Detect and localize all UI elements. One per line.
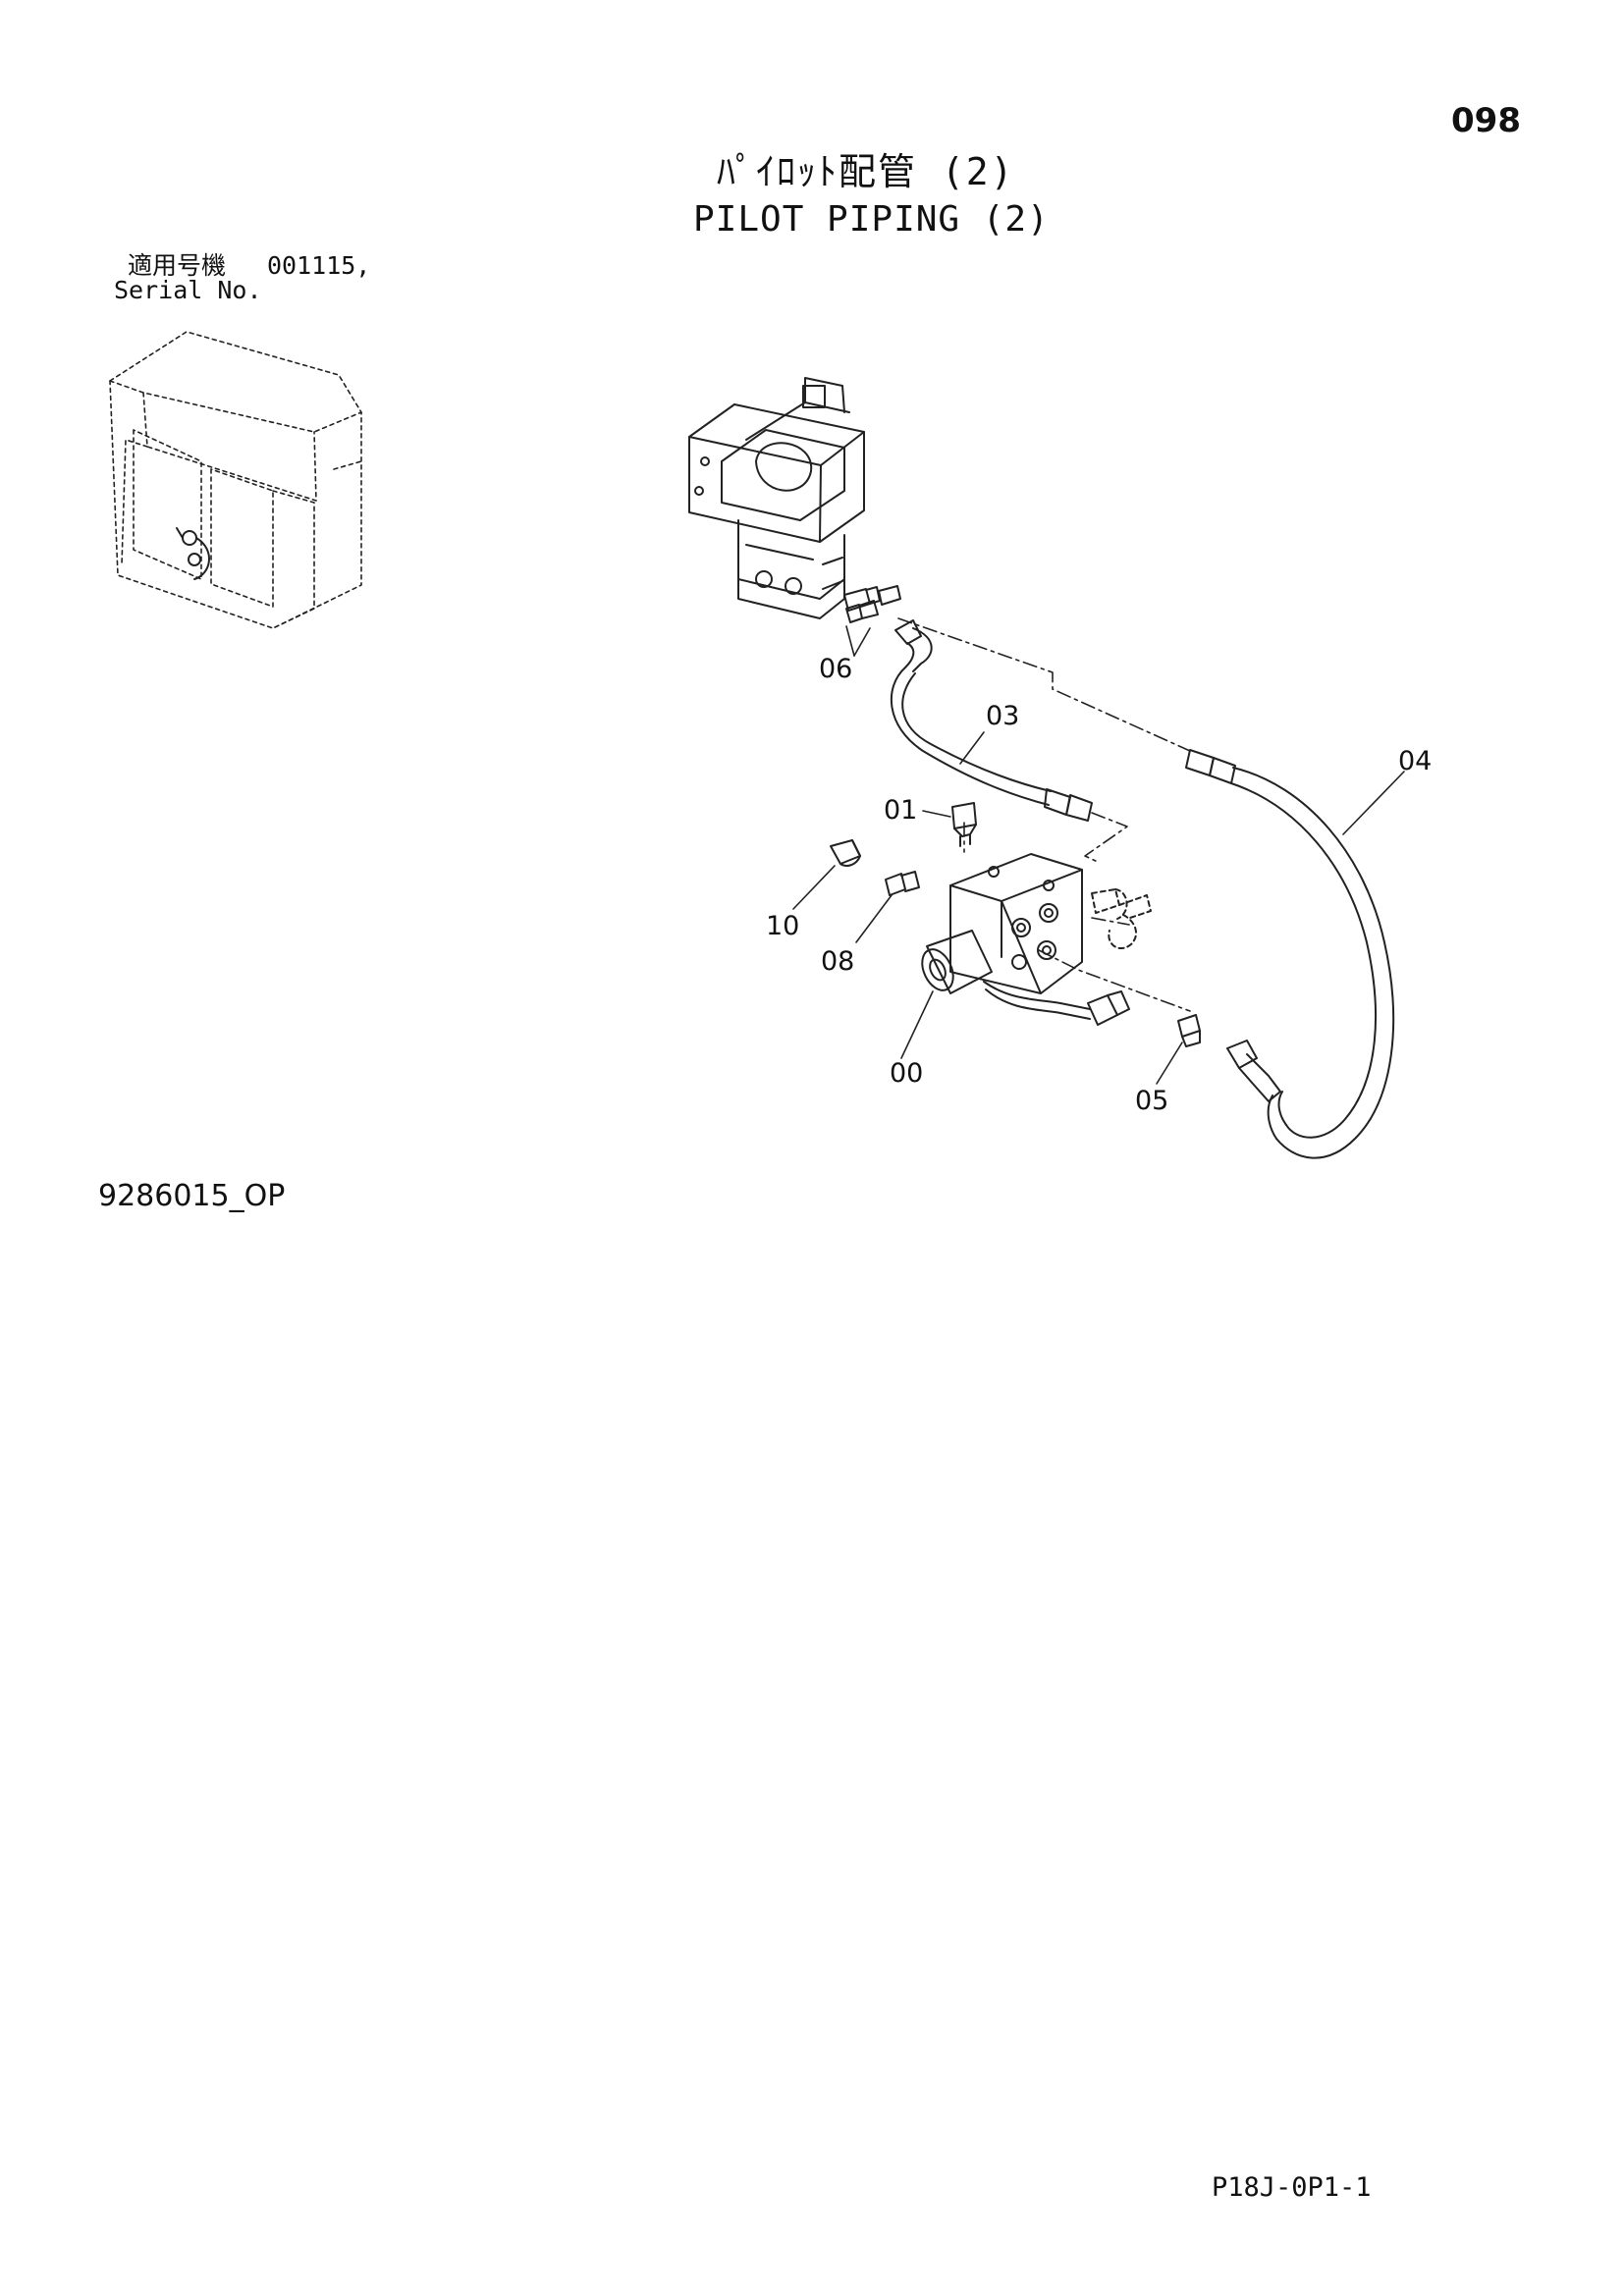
callout-01: 01 [884,795,917,826]
callout-05: 05 [1135,1086,1168,1116]
serial-number: 001115, [267,251,371,280]
page-title-english: PILOT PIPING (2) [693,199,1050,240]
callout-00: 00 [890,1058,923,1089]
hose-04 [1185,749,1395,1159]
bolt-01 [951,802,977,847]
adapter-08 [885,871,920,896]
cab-locator-sketch [109,331,362,629]
callout-10: 10 [766,911,799,941]
fitting-06-pair [843,585,901,623]
callout-04: 04 [1398,746,1432,776]
hose-03 [891,619,1093,822]
callout-03: 03 [986,701,1019,731]
sheet-code: P18J-0P1-1 [1212,2172,1372,2203]
cab-locator-valve-mark [176,527,210,580]
serial-label-english: Serial No. [114,276,262,304]
page-title-japanese: ﾊﾟｲﾛｯﾄ配管 (2) [717,150,1015,193]
pilot-valve-assembly [688,377,865,619]
callout-06: 06 [819,654,852,684]
plug-10 [830,839,861,867]
callout-08: 08 [821,946,854,977]
page-number: 098 [1451,101,1521,140]
adapter-05 [1177,1014,1201,1047]
serial-label-japanese: 適用号機 [128,251,227,280]
solenoid-00 [921,930,1130,1026]
leader-lines [792,625,1405,1085]
drawing-code: 9286015_OP [98,1179,286,1213]
solenoid-valve-block [949,853,1152,994]
